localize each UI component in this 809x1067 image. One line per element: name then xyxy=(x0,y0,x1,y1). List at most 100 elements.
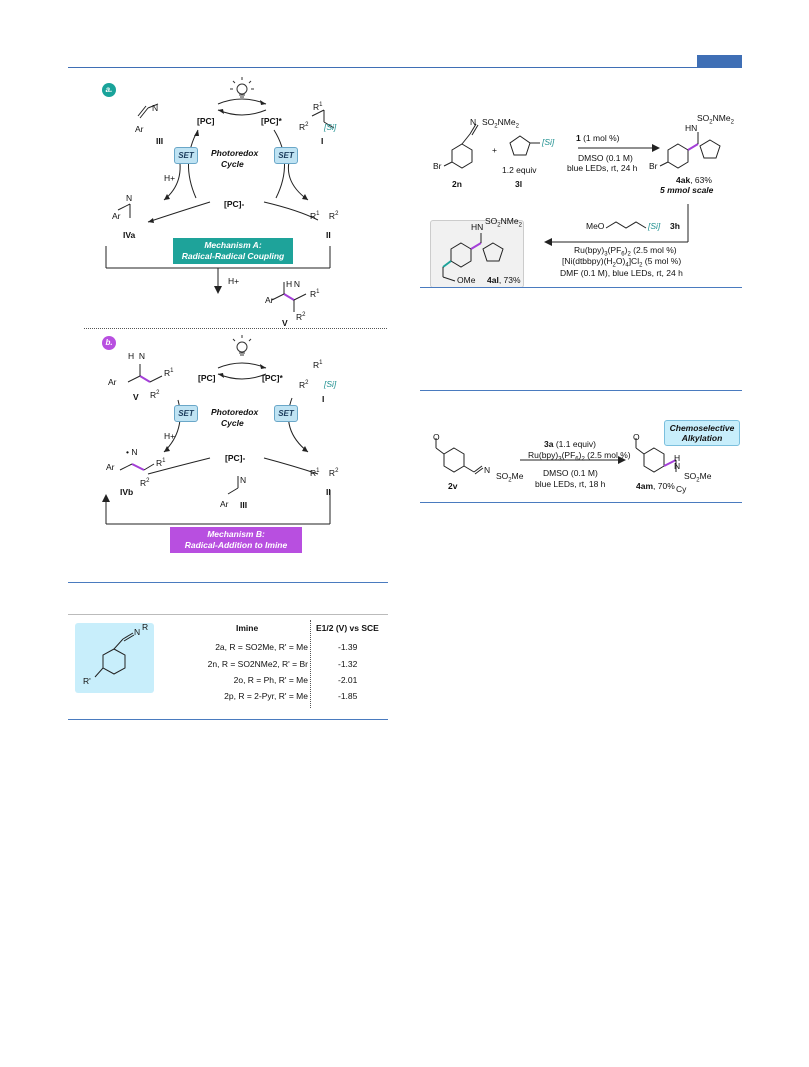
header-rule xyxy=(68,67,742,68)
mech-b-pc: [PC] xyxy=(198,373,216,383)
scheme-top-bottom-rule xyxy=(420,287,742,288)
product-4al-drawing xyxy=(442,233,504,282)
2v-so2me: SO2Me xyxy=(496,471,524,484)
mechanism-b-drawing xyxy=(102,335,331,525)
2v-label: 2v xyxy=(448,481,458,491)
mech-a-pc-minus: [PC]- xyxy=(224,199,245,209)
table-divider-dotted xyxy=(310,620,311,708)
set-box-right-b: SET xyxy=(274,405,298,422)
table-thin-rule xyxy=(68,614,388,615)
mech-b-ivb-r1: R1 xyxy=(156,457,166,468)
mech-b-ivb-ar: Ar xyxy=(106,462,115,472)
mech-a-I: I xyxy=(321,136,324,146)
mech-a-h-plus: H+ xyxy=(164,173,176,183)
chemoselective-tag-line1: Chemoselective xyxy=(669,423,735,433)
mech-a-v-r1: R1 xyxy=(310,288,320,299)
2n-n: N xyxy=(470,117,477,127)
scheme-top-cond-3: blue LEDs, rt, 24 h xyxy=(567,163,638,173)
mech-a-II: II xyxy=(326,230,331,240)
mech-a-r1: R1 xyxy=(313,101,323,112)
set-box-left: SET xyxy=(174,147,198,164)
scheme-top-drawing xyxy=(443,123,721,246)
mechanism-a-title: Mechanism A: xyxy=(204,240,262,250)
scheme-bottom-top-rule xyxy=(420,390,742,391)
table-row-e: -1.85 xyxy=(338,691,358,701)
imine-n: N xyxy=(134,627,141,637)
table-row-imine: 2n, R = SO2NMe2, R' = Br xyxy=(207,659,308,669)
table-bottom-rule xyxy=(68,719,388,720)
mech-a-ar: Ar xyxy=(135,124,144,134)
mech-a-cycle-2: Cycle xyxy=(221,159,244,169)
mech-b-h-plus: H+ xyxy=(164,431,176,441)
2n-label: 2n xyxy=(452,179,462,189)
lightbulb-icon-b xyxy=(232,335,252,356)
mech-b-pc-minus: [PC]- xyxy=(225,453,246,463)
divider-dotted xyxy=(84,328,387,329)
3h-meo: MeO xyxy=(586,221,605,231)
mech-b-cycle-1: Photoredox xyxy=(211,407,259,417)
mech-a-ii-r: R1 R2 xyxy=(310,210,339,221)
mech-b-ii-r: R1 R2 xyxy=(310,467,339,478)
4ak-so2nme2: SO2NMe2 xyxy=(697,113,734,126)
4al-ome: OMe xyxy=(457,275,476,285)
2v-n: N xyxy=(484,465,491,475)
mechanism-a-drawing xyxy=(105,77,335,312)
mechanism-b-title: Mechanism B: xyxy=(207,529,265,539)
scheme-top-cond-4: Ru(bpy)3(PF6)2 (2.5 mol %) xyxy=(574,245,677,258)
table-row-imine: 2a, R = SO2Me, R' = Me xyxy=(215,642,308,652)
mech-b-si: [Si] xyxy=(324,379,337,389)
scheme-bottom-cond-1: 3a (1.1 equiv) xyxy=(544,439,596,449)
2n-so2nme2: SO2NMe2 xyxy=(482,117,519,130)
mech-b-II: II xyxy=(326,487,331,497)
mech-a-r2: R2 xyxy=(299,121,309,132)
3l-label: 3l xyxy=(515,179,523,189)
table-row: 2a, R = SO2Me, R' = Me xyxy=(200,642,308,652)
mech-b-v-h: H N xyxy=(128,351,145,361)
table-header-imine: Imine xyxy=(236,623,259,633)
mech-a-iva-n: N xyxy=(126,193,133,203)
4al-yield: 4al, 73% xyxy=(487,275,521,285)
badge-b: b. xyxy=(102,336,116,350)
table-row-e: -2.01 xyxy=(338,675,358,685)
scheme-bottom-bottom-rule xyxy=(420,502,742,503)
mech-b-I: I xyxy=(322,394,325,404)
4ak-yield: 4ak, 63% xyxy=(676,175,712,185)
4ak-hn: HN xyxy=(685,123,698,133)
table-row-e: -1.39 xyxy=(338,642,358,652)
4ak-scale: 5 mmol scale xyxy=(660,185,714,195)
mech-b-v-ar: Ar xyxy=(108,377,117,387)
mech-a-v-ar: Ar xyxy=(265,295,274,305)
header-accent-block xyxy=(697,55,742,67)
mech-b-pc-star: [PC]* xyxy=(262,373,283,383)
3h-si: [Si] xyxy=(648,221,661,231)
mech-a-v-n: H N xyxy=(286,279,300,289)
mech-a-iva-ar: Ar xyxy=(112,211,121,221)
plus-sign: + xyxy=(492,145,497,155)
3l-si: [Si] xyxy=(542,137,555,147)
table-row: 2o, R = Ph, R' = Me xyxy=(200,675,308,685)
scheme-bottom-cond-4: blue LEDs, rt, 18 h xyxy=(535,479,606,489)
chemoselective-tag-line2: Alkylation xyxy=(681,433,723,443)
scheme-top-cond-5: [Ni(dtbbpy)(H2O)4]Cl2 (5 mol %) xyxy=(562,256,682,269)
table-row-imine: 2o, R = Ph, R' = Me xyxy=(233,675,308,685)
mech-b-IVb: IVb xyxy=(120,487,134,497)
4am-cy: Cy xyxy=(676,484,687,494)
mech-b-i-r2: R2 xyxy=(299,379,309,390)
mech-b-V: V xyxy=(133,392,139,402)
mech-a-pc-star: [PC]* xyxy=(261,116,282,126)
mech-a-cycle-1: Photoredox xyxy=(211,148,259,158)
4am-yield: 4am, 70% xyxy=(636,481,675,491)
set-box-left-b: SET xyxy=(174,405,198,422)
mech-b-ivb-n: • N xyxy=(126,447,138,457)
2v-o: O xyxy=(433,432,440,442)
mech-a-n: N xyxy=(152,103,159,113)
mech-b-v-r1: R1 xyxy=(164,367,174,378)
4am-o: O xyxy=(633,432,640,442)
mech-b-ivb-r2: R2 xyxy=(140,477,150,488)
table-row: 2n, R = SO2NMe2, R' = Br xyxy=(190,659,308,669)
table-top-rule xyxy=(68,582,388,583)
mech-a-pc: [PC] xyxy=(197,116,215,126)
4al-hn: HN xyxy=(471,222,484,232)
set-box-right: SET xyxy=(274,147,298,164)
3l-equiv: 1.2 equiv xyxy=(502,165,537,175)
